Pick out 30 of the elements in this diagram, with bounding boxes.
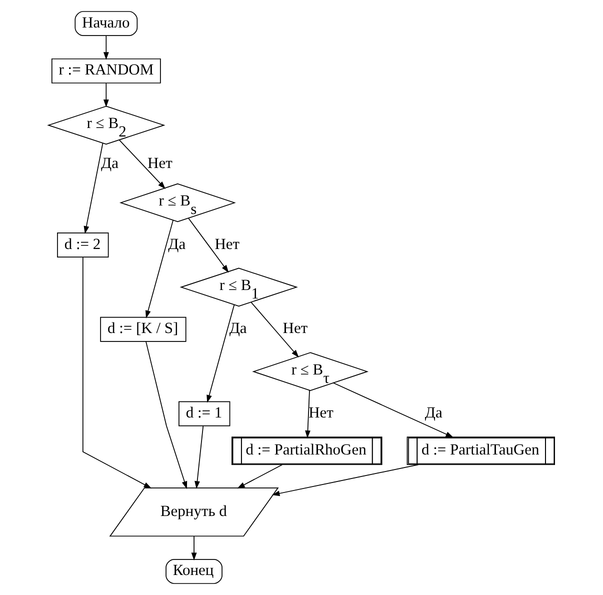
node-box: d := [K / S]: [100, 316, 186, 342]
arrow: [145, 220, 174, 318]
edge-label: Да: [168, 236, 186, 253]
arrow: [188, 218, 229, 273]
edge-label: Да: [424, 404, 442, 422]
arrow: [82, 256, 152, 488]
arrow: [194, 426, 204, 489]
arrow: [305, 390, 310, 438]
edge-label: Нет: [308, 404, 334, 422]
arrow: [237, 464, 283, 488]
edge-label: Нет: [282, 320, 308, 338]
edge-label: Да: [229, 320, 247, 338]
node-box: d := 1: [178, 401, 230, 426]
edge-label: Нет: [148, 154, 172, 172]
arrow: [146, 341, 188, 490]
node-box: d := 2: [57, 232, 109, 258]
arrow: [118, 140, 166, 189]
node-box: r := RANDOM: [51, 58, 161, 84]
arrow: [84, 142, 104, 234]
node-box: Конец: [166, 558, 222, 584]
arrow: [272, 464, 419, 496]
arrow: [103, 35, 109, 60]
arrow: [206, 304, 235, 403]
node-box: Начало: [74, 11, 138, 36]
edge-label: Да: [100, 154, 118, 172]
arrow: [103, 82, 109, 108]
edge-label: Нет: [214, 236, 240, 253]
arrow: [250, 302, 299, 358]
arrow: [332, 382, 454, 438]
arrow: [191, 536, 197, 560]
